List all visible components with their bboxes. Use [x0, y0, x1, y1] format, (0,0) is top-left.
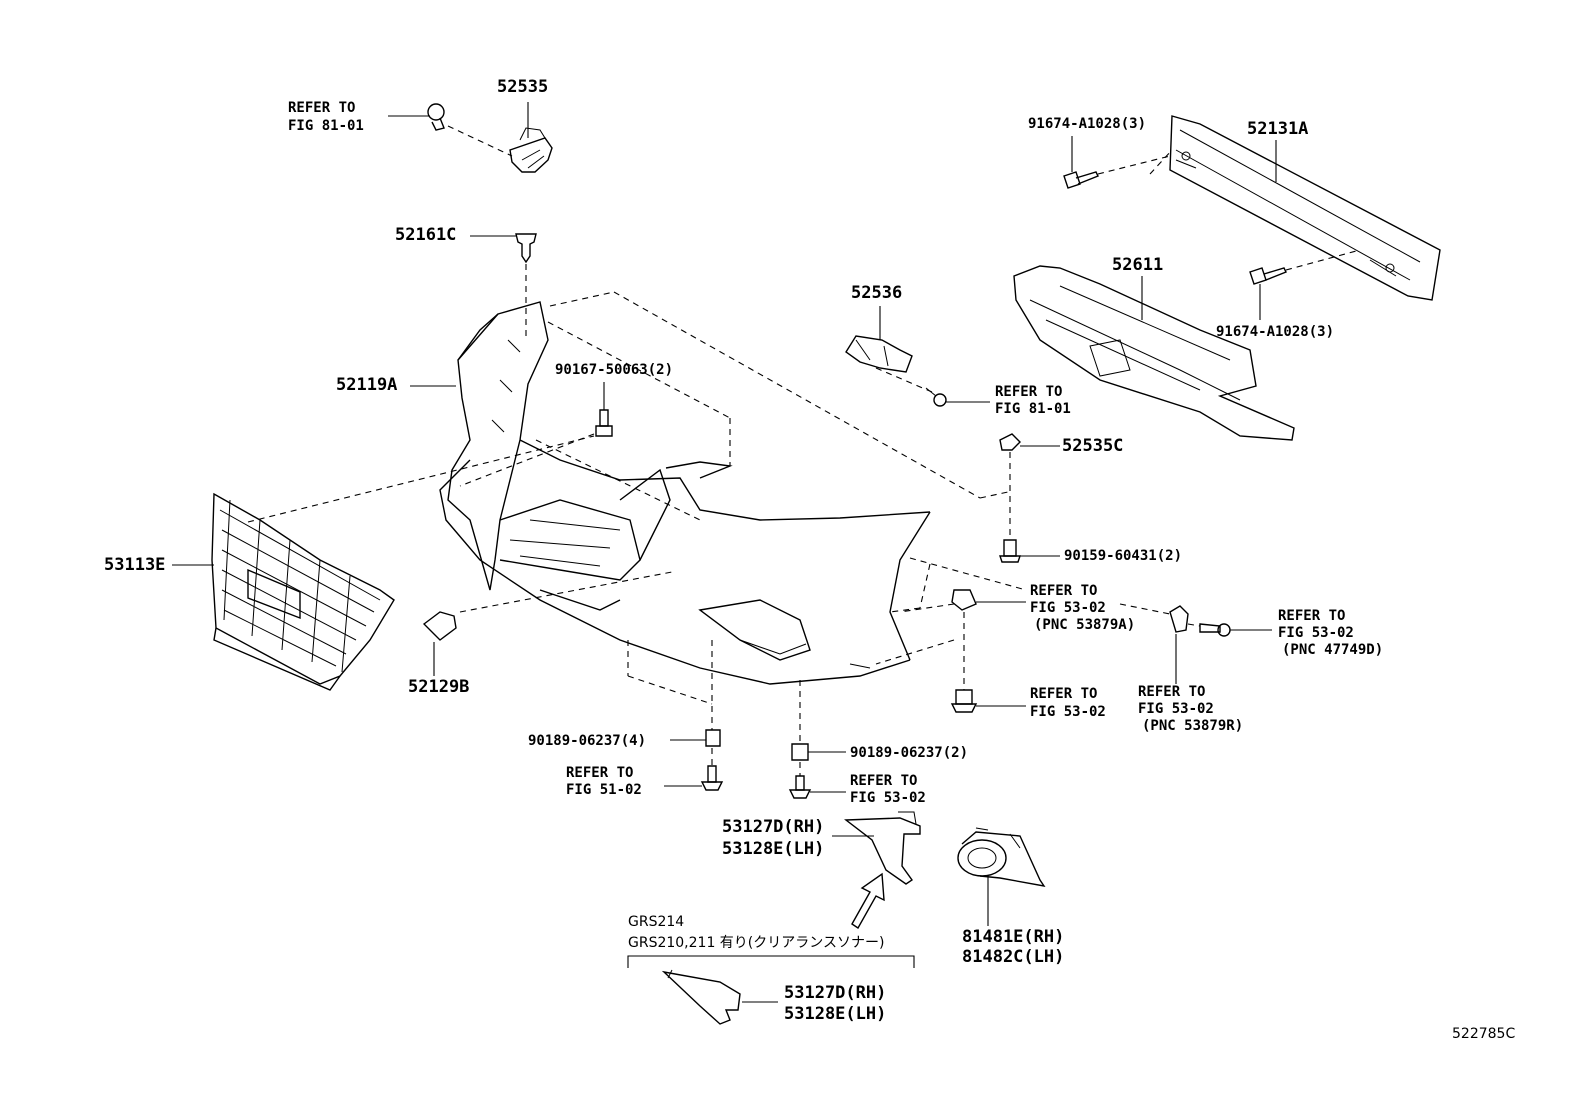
- retainer-53879R-drawing: [1169, 605, 1189, 633]
- screw-fig5102-drawing: [700, 765, 724, 791]
- part-label-91674-top[interactable]: 91674-A1028(3): [1028, 116, 1147, 132]
- bolt-91674-top-drawing: [1063, 171, 1099, 189]
- refer-label-3c[interactable]: (PNC 53879A): [1034, 617, 1136, 633]
- refer-label-4a[interactable]: REFER TO: [1278, 608, 1346, 624]
- bolt-91674-bottom-drawing: [1249, 267, 1287, 285]
- refer-label-4b[interactable]: FIG 53-02: [1278, 625, 1354, 641]
- part-label-53128E-upper[interactable]: 53128E(LH): [722, 839, 825, 859]
- part-label-52129B[interactable]: 52129B: [408, 677, 470, 697]
- part-label-81482C[interactable]: 81482C(LH): [962, 947, 1065, 967]
- model-bracket: [627, 955, 915, 968]
- bezel-81481E-drawing: [957, 827, 1046, 887]
- part-label-90159[interactable]: 90159-60431(2): [1064, 548, 1183, 564]
- part-label-52119A[interactable]: 52119A: [336, 375, 398, 395]
- refer-label-5b[interactable]: FIG 53-02: [1030, 704, 1106, 720]
- absorber-52611-drawing: [1013, 265, 1295, 441]
- diagram-id: 522785C: [1452, 1026, 1516, 1042]
- part-label-90189-2[interactable]: 90189-06237(2): [850, 745, 969, 761]
- clip-52535C-drawing: [999, 433, 1021, 451]
- model-note-line1: GRS214: [628, 914, 685, 930]
- refer-label-2b[interactable]: FIG 81-01: [995, 401, 1071, 417]
- bracket-52536-drawing: [845, 335, 913, 373]
- part-label-52131A[interactable]: 52131A: [1247, 119, 1309, 139]
- screw-90167-drawing: [595, 409, 613, 437]
- part-label-52611[interactable]: 52611: [1112, 255, 1164, 275]
- part-label-53127D-upper[interactable]: 53127D(RH): [722, 817, 825, 837]
- arrow-indicator: [851, 872, 885, 930]
- bumper-cover-52119A-drawing: [439, 301, 931, 685]
- screw-90159-drawing: [999, 539, 1021, 563]
- refer-label-6b[interactable]: FIG 53-02: [1138, 701, 1214, 717]
- refer-label-4c[interactable]: (PNC 47749D): [1282, 642, 1384, 658]
- nut-90189-2-drawing: [791, 743, 809, 761]
- part-label-52535[interactable]: 52535: [497, 77, 549, 97]
- refer-label-3b[interactable]: FIG 53-02: [1030, 600, 1106, 616]
- part-label-52161C[interactable]: 52161C: [395, 225, 457, 245]
- retainer-53879A-drawing: [951, 589, 977, 611]
- cover-53127D-lower-drawing: [661, 969, 741, 1025]
- refer-label-6a[interactable]: REFER TO: [1138, 684, 1206, 700]
- refer-label-7b[interactable]: FIG 51-02: [566, 782, 642, 798]
- clip-52161C-drawing: [515, 233, 537, 264]
- refer-label-1a[interactable]: REFER TO: [288, 100, 356, 116]
- part-label-52536[interactable]: 52536: [851, 283, 903, 303]
- refer-label-6c[interactable]: (PNC 53879R): [1142, 718, 1244, 734]
- part-label-90167[interactable]: 90167-50063(2): [555, 362, 674, 378]
- part-label-53127D-lower[interactable]: 53127D(RH): [784, 983, 887, 1003]
- grille-53113E-drawing: [211, 492, 395, 691]
- bolt-52536-drawing: [925, 387, 947, 407]
- part-label-53128E-lower[interactable]: 53128E(LH): [784, 1004, 887, 1024]
- refer-label-7a[interactable]: REFER TO: [566, 765, 634, 781]
- refer-label-8b[interactable]: FIG 53-02: [850, 790, 926, 806]
- refer-label-1b[interactable]: FIG 81-01: [288, 118, 364, 134]
- part-label-91674-bottom[interactable]: 91674-A1028(3): [1216, 324, 1335, 340]
- refer-label-8a[interactable]: REFER TO: [850, 773, 918, 789]
- reinforcement-52131A-drawing: [1169, 115, 1441, 301]
- cover-53127D-upper-drawing: [844, 811, 921, 885]
- part-label-53113E[interactable]: 53113E: [104, 555, 166, 575]
- screw-47749D-drawing: [1199, 623, 1231, 637]
- bracket-52535-drawing: [427, 103, 553, 173]
- model-note-line2: GRS210,211 有り(クリアランスソナー): [628, 935, 885, 951]
- refer-label-3a[interactable]: REFER TO: [1030, 583, 1098, 599]
- refer-label-5a[interactable]: REFER TO: [1030, 686, 1098, 702]
- refer-label-2a[interactable]: REFER TO: [995, 384, 1063, 400]
- part-label-52535C[interactable]: 52535C: [1062, 436, 1124, 456]
- cap-52129B-drawing: [422, 611, 457, 641]
- screw-fig5302-lower-drawing: [788, 775, 812, 799]
- nut-90189-4-drawing: [705, 729, 721, 747]
- screw-fig5302-drawing: [950, 689, 978, 713]
- part-label-81481E[interactable]: 81481E(RH): [962, 927, 1065, 947]
- part-label-90189-4[interactable]: 90189-06237(4): [528, 733, 647, 749]
